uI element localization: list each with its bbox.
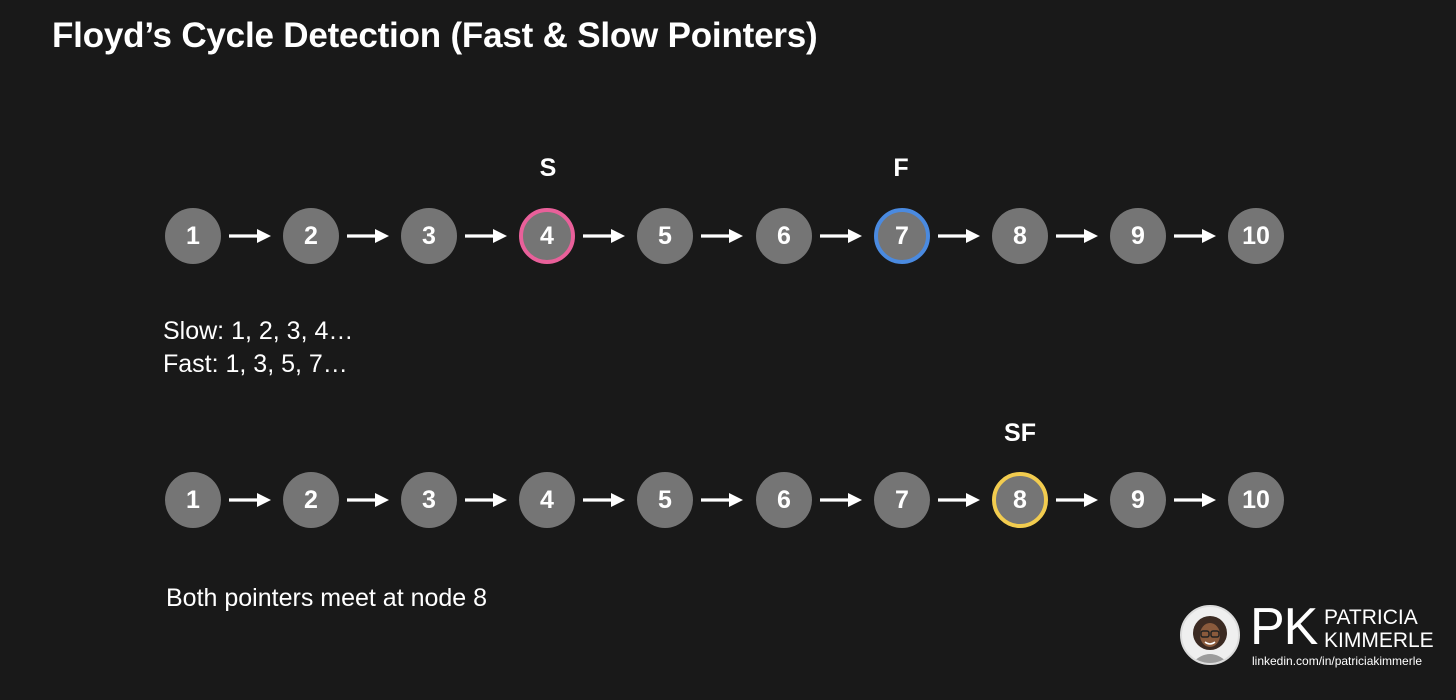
list-node: 5 — [637, 208, 693, 264]
arrow-right-icon — [347, 493, 389, 507]
arrow-right-icon — [820, 229, 862, 243]
list-node: 9 — [1110, 208, 1166, 264]
diagram-title: Floyd’s Cycle Detection (Fast & Slow Poi… — [52, 16, 818, 55]
list-node: 8 — [992, 472, 1048, 528]
slow-pointer-label: S — [539, 154, 557, 182]
arrow-right-icon — [347, 229, 389, 243]
arrow-right-icon — [229, 493, 271, 507]
brand-initials: PK — [1250, 598, 1318, 656]
list-node: 3 — [401, 472, 457, 528]
brand-linkedin-link[interactable]: linkedin.com/in/patriciakimmerle — [1252, 654, 1423, 668]
brand-last-name: KIMMERLE — [1324, 629, 1434, 652]
arrow-right-icon — [583, 229, 625, 243]
arrow-right-icon — [229, 229, 271, 243]
arrow-right-icon — [465, 229, 507, 243]
list-node: 2 — [283, 208, 339, 264]
list-node: 10 — [1228, 472, 1284, 528]
list-node: 1 — [165, 472, 221, 528]
arrow-right-icon — [1056, 229, 1098, 243]
list-node: 6 — [756, 208, 812, 264]
list-node: 4 — [519, 472, 575, 528]
arrow-right-icon — [583, 493, 625, 507]
conclusion-text: Both pointers meet at node 8 — [166, 584, 488, 612]
list-node: 9 — [1110, 472, 1166, 528]
list-node: 3 — [401, 208, 457, 264]
fast-sequence-text: Fast: 1, 3, 5, 7… — [163, 350, 348, 378]
arrow-right-icon — [465, 493, 507, 507]
arrow-right-icon — [820, 493, 862, 507]
list-node: 8 — [992, 208, 1048, 264]
author-brand: PK PATRICIA KIMMERLE linkedin.com/in/pat… — [1180, 599, 1450, 668]
list-node: 7 — [874, 472, 930, 528]
list-node: 10 — [1228, 208, 1284, 264]
arrow-right-icon — [1174, 493, 1216, 507]
list-node: 7 — [874, 208, 930, 264]
list-node: 6 — [756, 472, 812, 528]
arrow-right-icon — [701, 229, 743, 243]
meet-pointer-label: SF — [1004, 419, 1036, 447]
arrow-right-icon — [701, 493, 743, 507]
fast-pointer-label: F — [893, 154, 909, 182]
linked-list-row-2: 1 2 3 4 5 6 7 8 9 10 — [0, 472, 1456, 532]
arrow-right-icon — [938, 229, 980, 243]
list-node: 2 — [283, 472, 339, 528]
list-node: 1 — [165, 208, 221, 264]
list-node: 4 — [519, 208, 575, 264]
arrow-right-icon — [1174, 229, 1216, 243]
arrow-right-icon — [938, 493, 980, 507]
author-avatar — [1180, 605, 1240, 665]
slow-sequence-text: Slow: 1, 2, 3, 4… — [163, 317, 354, 345]
list-node: 5 — [637, 472, 693, 528]
brand-first-name: PATRICIA — [1324, 606, 1418, 629]
linked-list-row-1: 1 2 3 4 5 6 7 8 9 10 — [0, 208, 1456, 268]
arrow-right-icon — [1056, 493, 1098, 507]
